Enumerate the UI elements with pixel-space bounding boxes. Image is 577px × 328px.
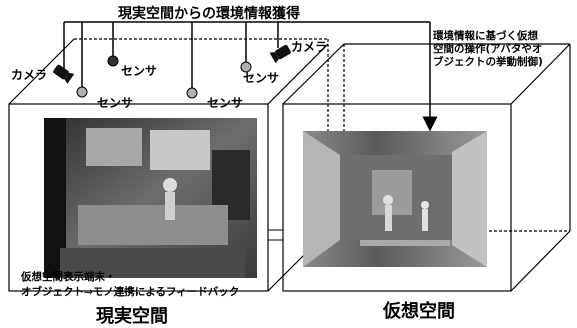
- sensor-label: センサ: [121, 64, 158, 78]
- virtual-space-label: 仮想空間: [383, 301, 455, 322]
- sensor-icon: [186, 87, 198, 99]
- sensor-label: センサ: [97, 96, 134, 110]
- camera-icon: [53, 64, 75, 84]
- info-bus: [63, 21, 438, 132]
- real-space-photo: [44, 118, 257, 278]
- virtual-space-image: [303, 131, 487, 267]
- connector-lines: [268, 229, 283, 241]
- sensor-label: センサ: [243, 71, 280, 85]
- camera-icon: [269, 44, 291, 64]
- sensor-icon: [240, 61, 252, 73]
- real-space-label: 現実空間: [96, 306, 168, 327]
- virtual-operation-line: 空間の操作(アバタやオ: [433, 43, 543, 55]
- feedback-line: オブジェクト⇒モノ連携によるフィードバック: [21, 286, 240, 298]
- virtual-operation-line: 環境情報に基づく仮想: [433, 30, 538, 42]
- virtual-operation-note: 環境情報に基づく仮想 空間の操作(アバタやオ ブジェクトの挙動制御): [433, 30, 577, 69]
- feedback-note: 仮想空間表示端末・ オブジェクト⇒モノ連携によるフィードバック: [21, 270, 239, 300]
- camera-label-right: カメラ: [291, 40, 328, 54]
- diagram-title: 現実空間からの環境情報獲得: [118, 6, 300, 22]
- virtual-operation-line: ブジェクトの挙動制御): [433, 56, 543, 68]
- sensor-label: センサ: [207, 96, 244, 110]
- sensor-icon: [76, 86, 88, 98]
- camera-label-left: カメラ: [11, 68, 48, 82]
- feedback-line: 仮想空間表示端末・: [21, 271, 116, 283]
- sensor-icon: [107, 55, 119, 67]
